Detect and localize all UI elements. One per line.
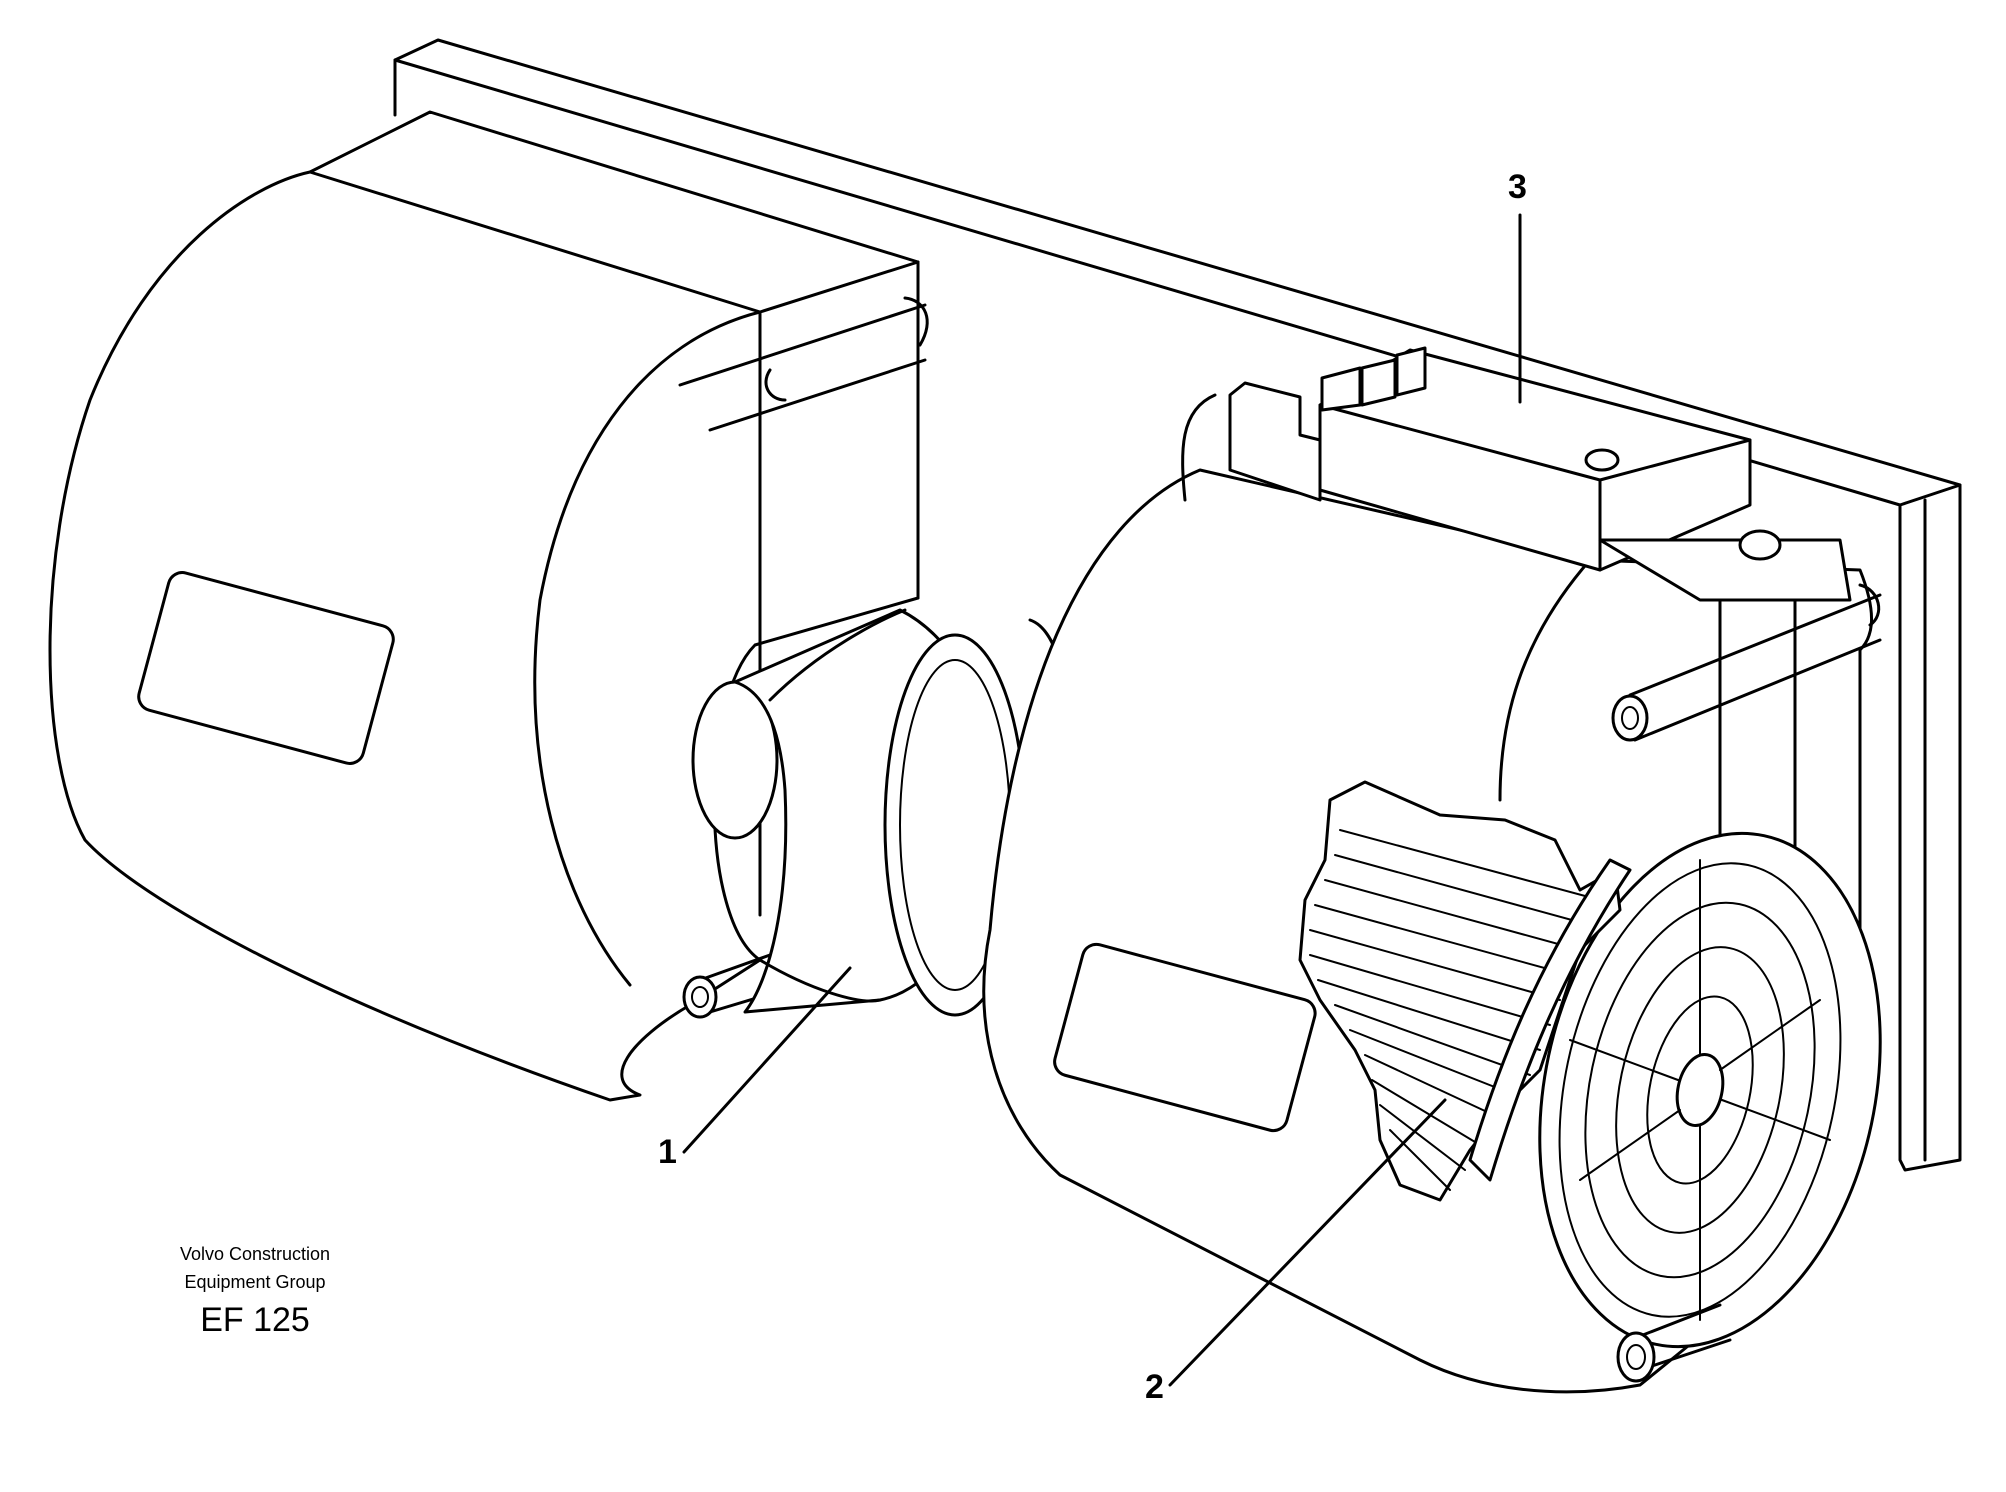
mounting-plate: [393, 38, 1962, 1172]
callout-2: 2: [1145, 1368, 1164, 1406]
leader-line-1: [682, 966, 852, 1154]
publisher-credit: Volvo Construction Equipment Group EF 12…: [130, 1240, 380, 1342]
left-blower-housing: [48, 110, 929, 1102]
credit-line-1: Volvo Construction: [179, 1244, 331, 1264]
leader-line-2: [1168, 1098, 1447, 1387]
credit-line-2: Equipment Group: [184, 1272, 326, 1292]
figure-code: EF 125: [200, 1301, 310, 1339]
inlet-grille: [1538, 831, 1882, 1383]
callout-1: 1: [658, 1133, 677, 1171]
fan-wheel: [1298, 780, 1632, 1202]
resistor-module: [1181, 346, 1852, 602]
callout-3: 3: [1508, 168, 1527, 206]
